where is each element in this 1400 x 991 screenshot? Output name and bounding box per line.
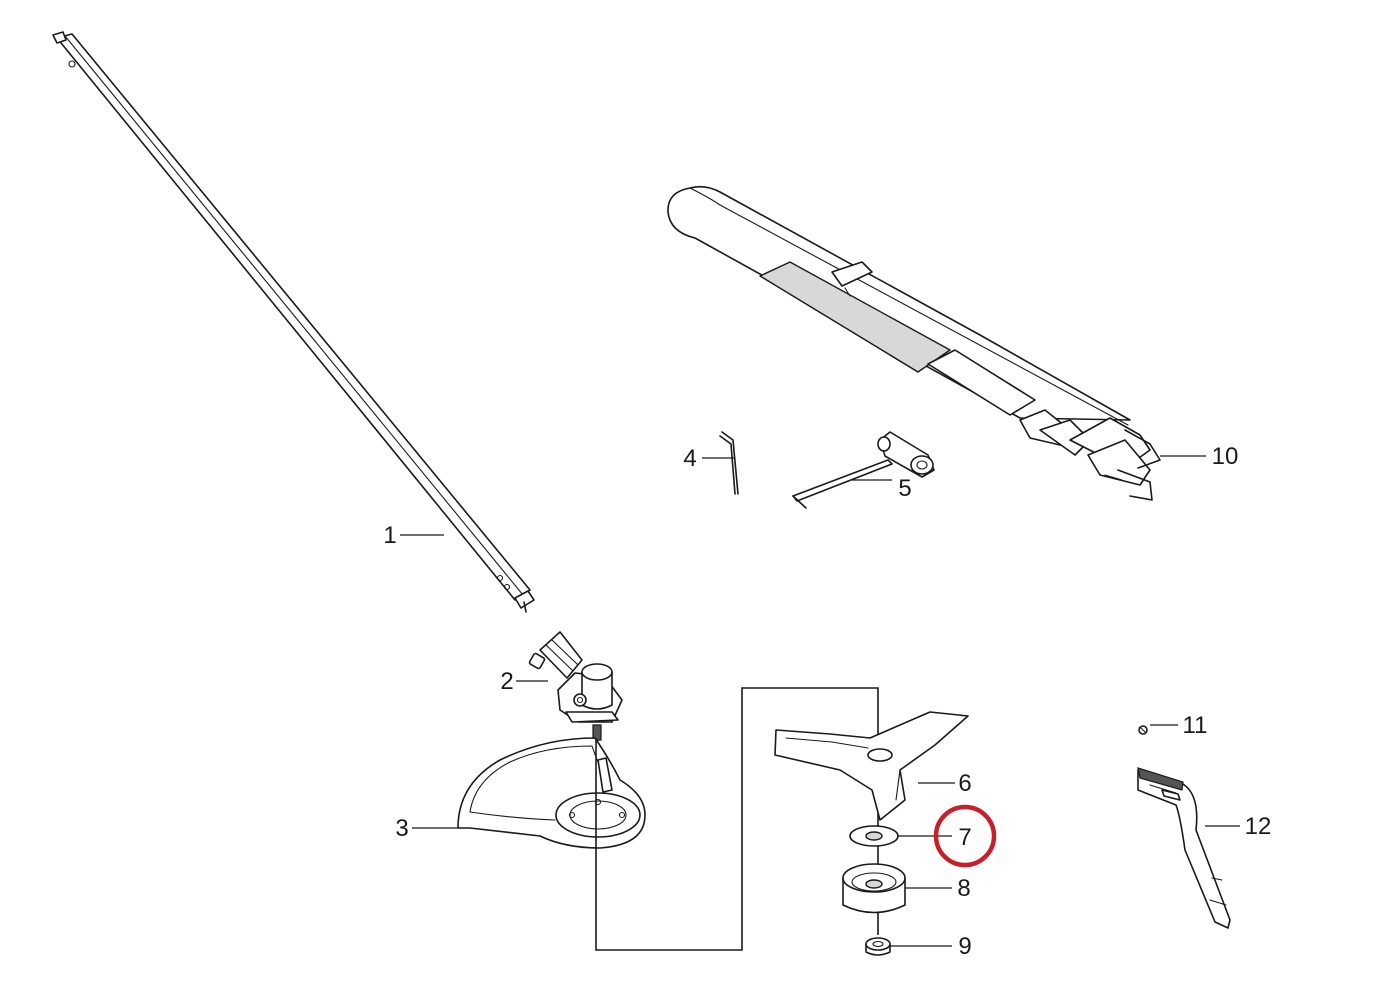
label-part-12: 12 <box>1245 813 1272 840</box>
label-part-3: 3 <box>395 815 408 842</box>
part-three-tooth-blade <box>774 711 969 821</box>
label-part-10: 10 <box>1212 443 1239 470</box>
label-part-8: 8 <box>957 875 970 902</box>
part-blade-guard <box>457 737 646 849</box>
assembly-bracket <box>595 687 879 951</box>
part-blade-nut <box>865 937 891 956</box>
part-spark-plug-wrench <box>792 431 935 509</box>
label-part-5: 5 <box>898 475 911 502</box>
part-blade-cup <box>842 863 906 914</box>
part-labels: 1 2 3 4 5 6 7 8 9 10 11 12 <box>383 443 1271 960</box>
label-part-4: 4 <box>683 445 696 472</box>
highlight-circle <box>933 804 997 868</box>
part-washer <box>849 825 899 847</box>
part-shoulder-harness <box>667 185 1161 501</box>
label-part-9: 9 <box>958 933 971 960</box>
part-drive-shaft-tube <box>52 31 535 613</box>
leader-lines <box>400 455 1240 947</box>
label-part-7: 7 <box>958 824 971 851</box>
part-gear-head <box>528 631 623 741</box>
label-part-2: 2 <box>500 668 513 695</box>
label-part-6: 6 <box>958 770 971 797</box>
label-part-11: 11 <box>1183 712 1208 739</box>
label-part-1: 1 <box>383 522 396 549</box>
part-handle <box>1137 767 1231 929</box>
part-hex-key <box>719 431 739 495</box>
part-screw <box>1138 725 1148 735</box>
